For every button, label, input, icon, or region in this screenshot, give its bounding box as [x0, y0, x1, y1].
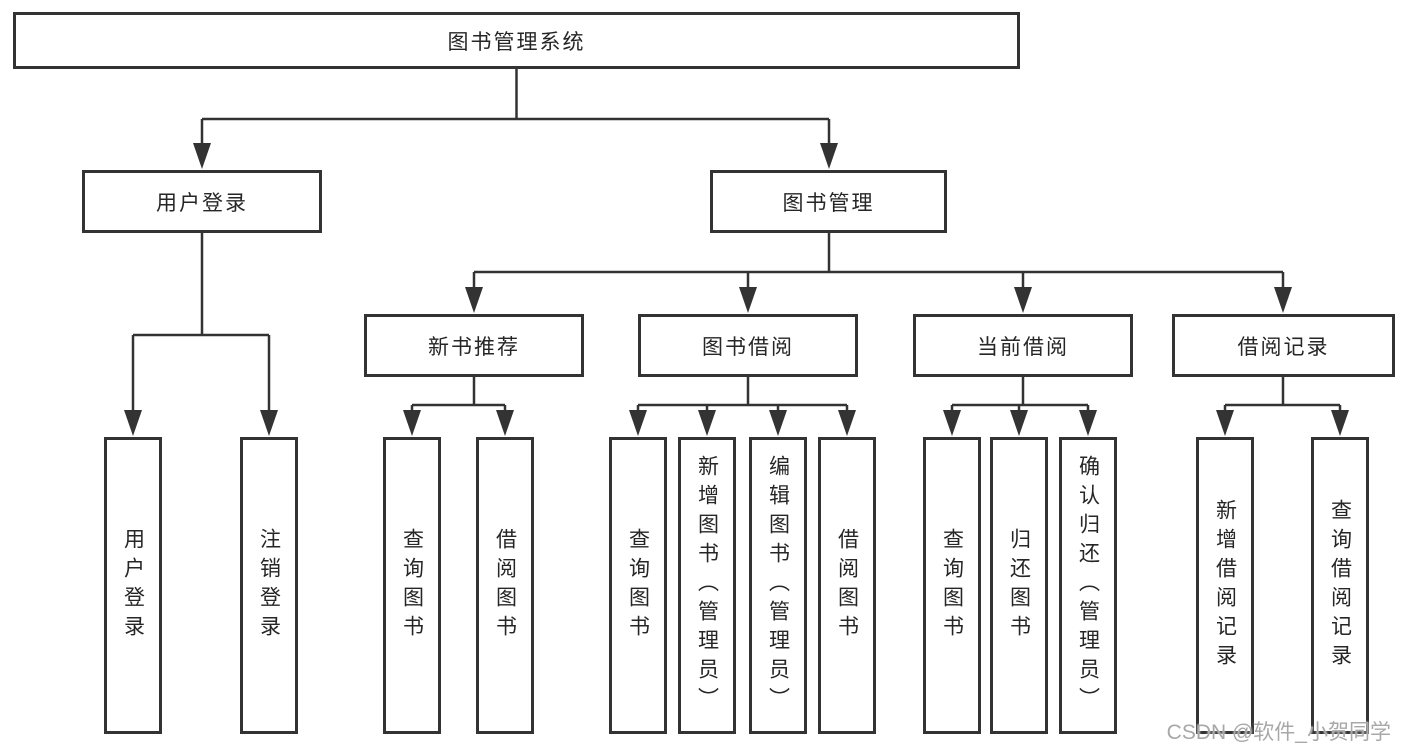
- leaf-add-borrow-record-label: 新增借阅记录: [1213, 498, 1237, 673]
- leaf-query-book-current: 查询图书: [923, 437, 981, 734]
- leaf-add-borrow-record: 新增借阅记录: [1196, 437, 1254, 734]
- connector-borrow-record-to-leaves: [1223, 377, 1342, 414]
- connector-book-management-to-level3: [472, 233, 1285, 290]
- node-book-management-label: 图书管理: [782, 191, 875, 215]
- node-user-login-label: 用户登录: [156, 191, 248, 215]
- node-current-borrow-label: 当前借阅: [977, 335, 1069, 359]
- node-new-book-recommend: 新书推荐: [364, 314, 584, 377]
- node-new-book-recommend-label: 新书推荐: [428, 335, 520, 359]
- node-current-borrow: 当前借阅: [913, 314, 1133, 377]
- leaf-confirm-return-admin: 确认归还（管理员）: [1059, 437, 1117, 734]
- leaf-edit-book-admin-label: 编辑图书（管理员）: [766, 455, 790, 716]
- leaf-query-book-borrow: 查询图书: [609, 437, 667, 734]
- leaf-borrow-book-recommend: 借阅图书: [476, 437, 534, 734]
- leaf-query-book-recommend: 查询图书: [383, 437, 441, 734]
- node-borrow-record: 借阅记录: [1172, 314, 1395, 377]
- leaf-borrow-book: 借阅图书: [818, 437, 876, 734]
- connector-root-to-level2: [200, 69, 831, 147]
- node-root-label: 图书管理系统: [447, 30, 586, 54]
- leaf-user-login-label: 用户登录: [121, 527, 145, 644]
- connector-book-borrow-to-leaves: [636, 377, 849, 414]
- watermark: CSDN @软件_小贺同学: [1166, 721, 1391, 744]
- leaf-return-book: 归还图书: [990, 437, 1048, 734]
- leaf-query-book-current-label: 查询图书: [940, 527, 964, 644]
- leaf-return-book-label: 归还图书: [1007, 527, 1031, 644]
- leaf-edit-book-admin: 编辑图书（管理员）: [749, 437, 807, 734]
- node-book-borrow-label: 图书借阅: [702, 335, 794, 359]
- leaf-query-book-borrow-label: 查询图书: [626, 527, 650, 644]
- connector-user-login-to-leaves: [131, 233, 271, 414]
- leaf-confirm-return-admin-label: 确认归还（管理员）: [1076, 455, 1100, 716]
- leaf-borrow-book-recommend-label: 借阅图书: [493, 527, 517, 644]
- node-root-library-system: 图书管理系统: [13, 12, 1020, 69]
- node-book-management: 图书管理: [710, 170, 947, 233]
- leaf-add-book-admin: 新增图书（管理员）: [678, 437, 736, 734]
- node-user-login: 用户登录: [82, 170, 322, 233]
- leaf-logout-label: 注销登录: [257, 527, 281, 644]
- leaf-query-borrow-record: 查询借阅记录: [1311, 437, 1369, 734]
- connector-new-book-to-leaves: [410, 377, 507, 414]
- leaf-logout: 注销登录: [240, 437, 298, 734]
- leaf-borrow-book-label: 借阅图书: [835, 527, 859, 644]
- arrowheads: [124, 143, 1349, 436]
- leaf-query-book-recommend-label: 查询图书: [400, 527, 424, 644]
- connector-current-borrow-to-leaves: [950, 377, 1090, 414]
- leaf-add-book-admin-label: 新增图书（管理员）: [695, 455, 719, 716]
- leaf-user-login: 用户登录: [104, 437, 162, 734]
- node-borrow-record-label: 借阅记录: [1237, 335, 1330, 359]
- node-book-borrow: 图书借阅: [638, 314, 858, 377]
- leaf-query-borrow-record-label: 查询借阅记录: [1328, 498, 1352, 673]
